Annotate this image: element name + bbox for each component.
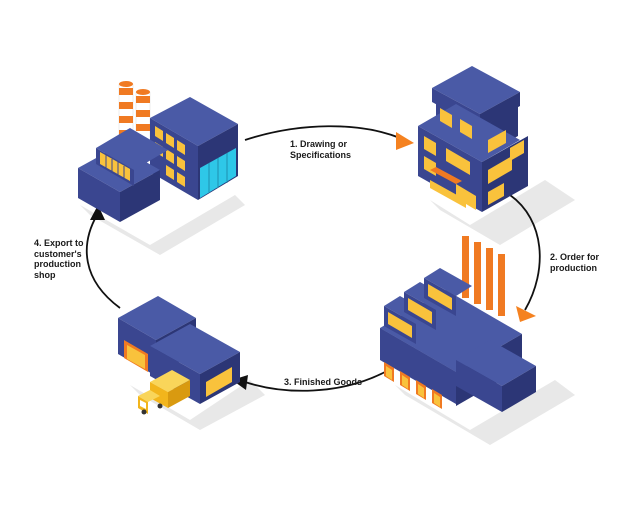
arrow-4-head <box>90 205 105 220</box>
arrow-2-path <box>509 194 541 311</box>
arrow-2-head <box>516 306 536 322</box>
arrow-1-path <box>244 125 401 141</box>
step-4-label: 4. Export to customer's production shop <box>34 238 84 280</box>
cycle-arrows <box>85 125 541 392</box>
step-3-label: 3. Finished Goods <box>284 377 363 387</box>
delivery-truck-icon <box>138 370 190 415</box>
production-plant-icon <box>380 236 536 412</box>
step-1-label: 1. Drawing or Specifications <box>290 139 352 160</box>
arrow-1-head <box>396 132 414 150</box>
office-building-icon <box>418 66 528 212</box>
arrow-4-path <box>85 214 121 309</box>
factory-icon <box>78 81 238 222</box>
step-2-label: 2. Order for production <box>550 252 600 273</box>
shadows <box>80 180 575 445</box>
arrow-3-path <box>244 371 386 392</box>
chimney-right <box>135 89 151 147</box>
